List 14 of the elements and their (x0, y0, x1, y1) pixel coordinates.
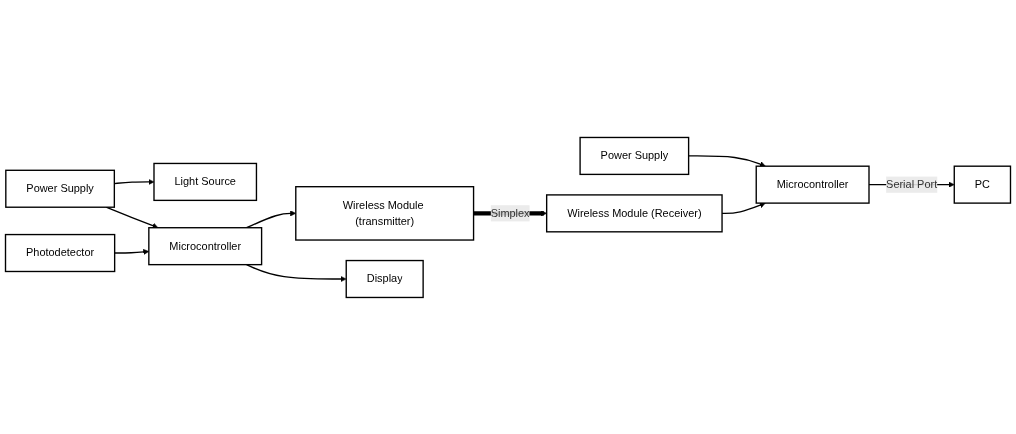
node-box: Wireless Module (transmitter) (295, 185, 475, 241)
node-box: Power Supply (579, 136, 690, 175)
node-box: Light Source (153, 162, 258, 201)
arrow (245, 263, 347, 282)
node-box: Wireless Module (Receiver) (545, 193, 723, 233)
edge-label: Simplex (490, 206, 530, 219)
node-box: Display (345, 259, 424, 298)
node-box: Power Supply (5, 169, 116, 208)
node-box: Microcontroller (755, 165, 870, 204)
node-box: Photodetector (4, 233, 116, 272)
edge-label: Serial Port (886, 178, 938, 190)
arrow (105, 206, 159, 229)
node-box: PC (953, 165, 1012, 204)
node-box: Microcontroller (148, 226, 263, 265)
